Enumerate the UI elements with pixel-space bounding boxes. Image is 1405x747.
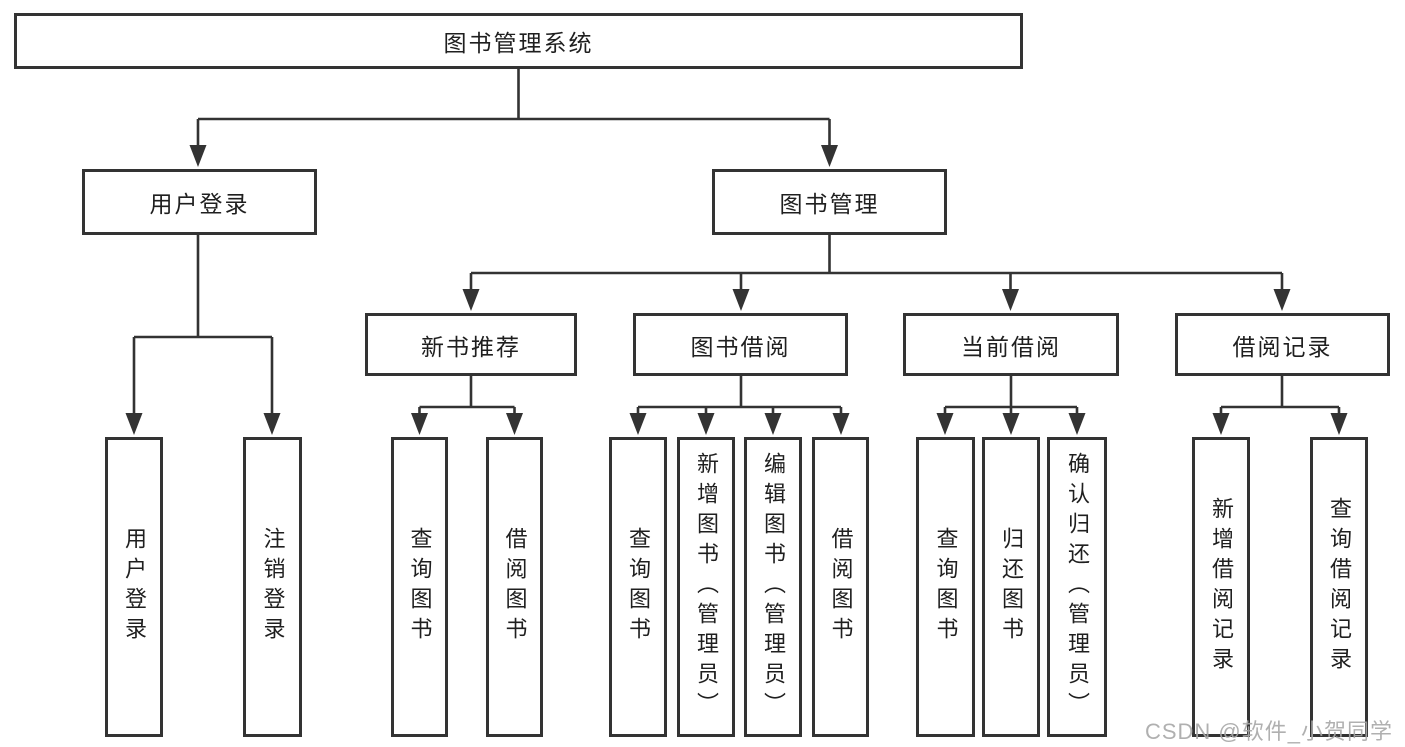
leaf-add-books-admin: 新增图书（管理员） [677,437,735,737]
leaf-query-borrow-record: 查询借阅记录 [1310,437,1368,737]
node-borrowing-records: 借阅记录 [1175,313,1390,376]
node-user-login: 用户登录 [82,169,317,235]
node-library-management-system: 图书管理系统 [14,13,1023,69]
node-current-borrowing: 当前借阅 [903,313,1119,376]
leaf-borrow-books-recommend: 借阅图书 [486,437,543,737]
leaf-return-books: 归还图书 [982,437,1040,737]
leaf-add-borrow-record: 新增借阅记录 [1192,437,1250,737]
leaf-query-books-borrowing: 查询图书 [609,437,667,737]
node-book-management: 图书管理 [712,169,947,235]
csdn-watermark: CSDN @软件_小贺同学 [1144,719,1393,744]
leaf-confirm-return-admin: 确认归还（管理员） [1047,437,1107,737]
leaf-user-login: 用户登录 [105,437,163,737]
node-new-book-recommendation: 新书推荐 [365,313,577,376]
leaf-query-books-recommend: 查询图书 [391,437,448,737]
leaf-borrow-books: 借阅图书 [812,437,869,737]
leaf-logout: 注销登录 [243,437,302,737]
leaf-edit-books-admin: 编辑图书（管理员） [744,437,802,737]
leaf-query-books-current: 查询图书 [916,437,975,737]
node-book-borrowing: 图书借阅 [633,313,848,376]
